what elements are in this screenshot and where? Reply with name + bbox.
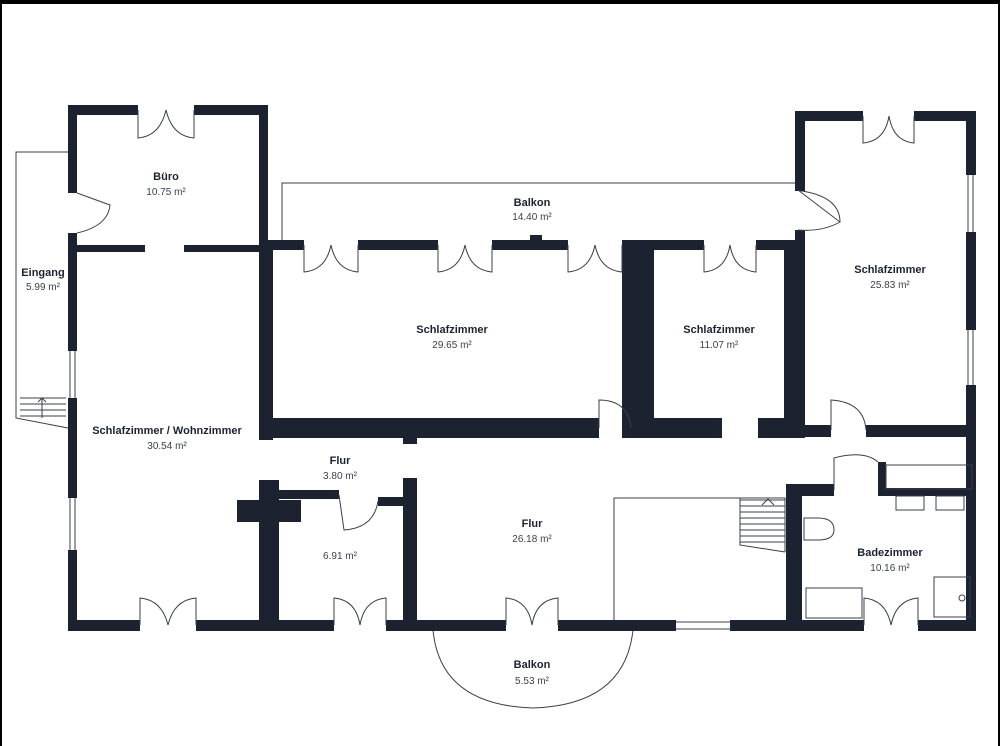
bathroom-fixtures (803, 464, 973, 619)
room-name-balkon-top: Balkon (514, 197, 551, 209)
doors (76, 109, 919, 626)
room-name-wohnzimmer: Schlafzimmer / Wohnzimmer (92, 425, 242, 437)
room-name-schlafzimmer-2: Schlafzimmer (683, 324, 755, 336)
room-area-schlafzimmer-2: 11.07 m² (700, 340, 739, 351)
room-area-flur-small: 3.80 m² (323, 471, 358, 482)
room-name-badezimmer: Badezimmer (857, 547, 923, 559)
room-name-balkon-bottom: Balkon (514, 659, 551, 671)
room-area-schlafzimmer-3: 25.83 m² (870, 280, 910, 291)
balcony-bottom-outline (432, 629, 634, 709)
floor-plan-drawing: Büro 10.75 m² Balkon 14.40 m² Eingang 5.… (15, 105, 976, 709)
stairs (613, 497, 786, 620)
room-area-storage: 6.91 m² (323, 551, 358, 562)
room-name-flur-small: Flur (330, 455, 351, 467)
room-name-buero: Büro (153, 171, 179, 183)
windows (69, 175, 974, 630)
room-area-eingang: 5.99 m² (26, 282, 61, 293)
room-name-flur-large: Flur (522, 518, 543, 530)
room-name-schlafzimmer-1: Schlafzimmer (416, 324, 488, 336)
room-area-flur-large: 26.18 m² (512, 534, 552, 545)
room-name-schlafzimmer-3: Schlafzimmer (854, 264, 926, 276)
room-name-eingang: Eingang (21, 267, 64, 279)
room-area-wohnzimmer: 30.54 m² (147, 441, 187, 452)
room-area-badezimmer: 10.16 m² (870, 563, 910, 574)
room-area-balkon-top: 14.40 m² (512, 212, 552, 223)
room-area-balkon-bottom: 5.53 m² (515, 676, 550, 687)
floor-plan: Büro 10.75 m² Balkon 14.40 m² Eingang 5.… (2, 4, 998, 746)
room-area-buero: 10.75 m² (146, 187, 186, 198)
walls (68, 105, 976, 631)
room-area-schlafzimmer-1: 29.65 m² (432, 340, 472, 351)
balcony-top-outline (281, 182, 841, 240)
entrance-porch-outline (15, 151, 69, 429)
